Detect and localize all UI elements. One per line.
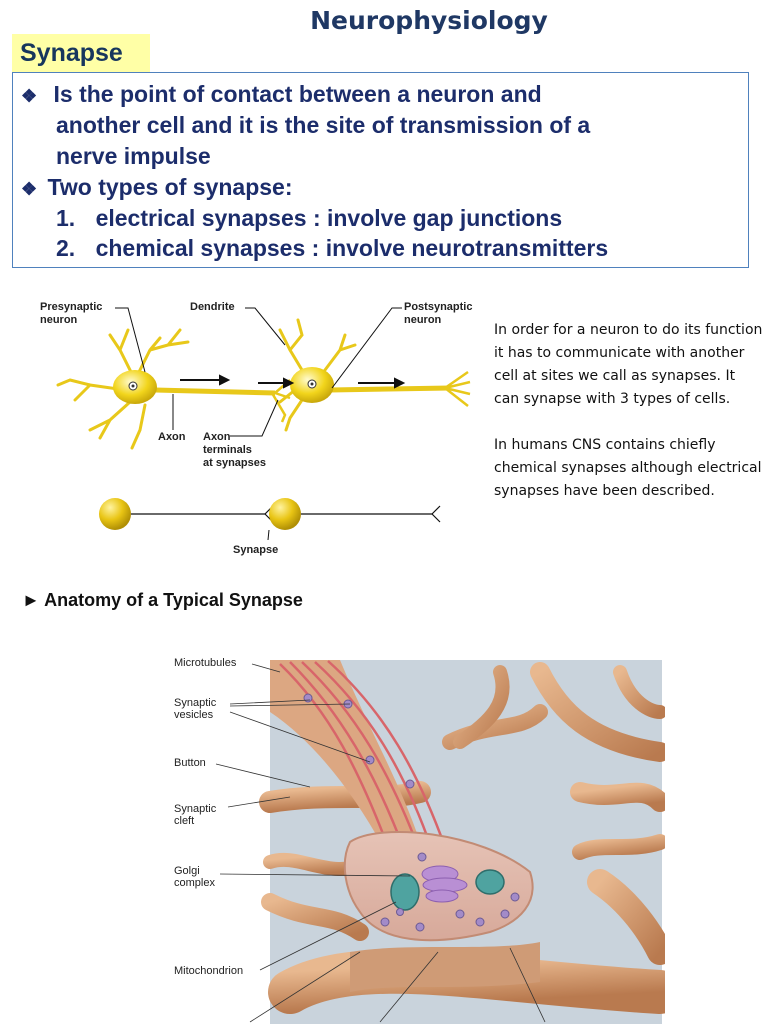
label-synapse: Synapse [233,544,278,556]
presynaptic-dendrites [56,328,190,450]
caption-paragraph-2: In humans CNS contains chiefly chemical … [494,437,762,499]
label-button: Button [174,757,206,769]
schematic-postsynaptic-ball [269,498,301,530]
label-synaptic-cleft-1: Synaptic [174,803,217,815]
type-number: 2. [56,235,76,261]
postsynaptic-axon [329,385,451,393]
postsynaptic-terminals [444,370,471,407]
label-axon-terminals-2: terminals [203,444,252,456]
synaptic-vesicles [303,693,520,932]
bullet-1-line-1: Is the point of contact between a neuron… [53,81,542,107]
bullet-1-line-3: nerve impulse [56,143,211,169]
mitochondrion [475,869,505,895]
type-text: electrical synapses : involve gap juncti… [95,205,563,231]
caption-paragraph-1: In order for a neuron to do its function… [494,322,763,407]
postsynaptic-membrane [350,942,540,992]
label-axon-terminals-3: at synapses [203,457,266,469]
bullet-1-line-2: another cell and it is the site of trans… [56,112,591,138]
definition-box: ❖ Is the point of contact between a neur… [12,72,749,268]
signal-direction-arrows [180,374,406,389]
label-presynaptic-2: neuron [40,314,78,326]
type-text: chemical synapses : involve neurotransmi… [95,235,609,261]
microtubules [279,660,447,853]
diamond-bullet-icon: ❖ [21,179,38,199]
slide-title: Neurophysiology [310,6,548,35]
label-synaptic-vesicles-2: vesicles [174,709,214,721]
label-axon-terminals-1: Axon [203,431,231,443]
neuron-diagram: Presynaptic neuron Dendrite Postsynaptic… [40,301,472,556]
label-synaptic-cleft-2: cleft [174,815,194,827]
golgi-complex [421,865,468,903]
label-dendrite: Dendrite [190,301,235,313]
label-postsynaptic-1: Postsynaptic [404,301,472,313]
mitochondrion [390,873,420,911]
type-item-2: 2. chemical synapses : involve neurotran… [56,235,608,262]
section-label: Synapse [12,34,150,72]
label-golgi-1: Golgi [174,865,200,877]
presynaptic-axon [154,387,276,396]
schematic-presynaptic-ball [99,498,131,530]
postsynaptic-dendrites [278,318,357,432]
label-synaptic-vesicles-1: Synaptic [174,697,217,709]
diamond-bullet-icon: ❖ [21,86,38,106]
label-axon: Axon [158,431,186,443]
bullet-1: ❖ Is the point of contact between a neur… [21,81,542,108]
type-number: 1. [56,205,76,231]
label-mitochondrion: Mitochondrion [174,965,243,977]
bullet-2-text: Two types of synapse: [47,174,293,200]
anatomy-heading: ► Anatomy of a Typical Synapse [22,590,303,610]
label-golgi-2: complex [174,877,215,889]
label-postsynaptic-2: neuron [404,314,442,326]
synapse-anatomy-illustration: Microtubules Synaptic vesicles Button Sy… [174,657,665,1024]
label-microtubules: Microtubules [174,657,237,669]
label-presynaptic-1: Presynaptic [40,301,102,313]
type-item-1: 1. electrical synapses : involve gap jun… [56,205,562,232]
caption-text: In order for a neuron to do its function… [494,319,764,526]
bullet-2: ❖ Two types of synapse: [21,174,293,201]
